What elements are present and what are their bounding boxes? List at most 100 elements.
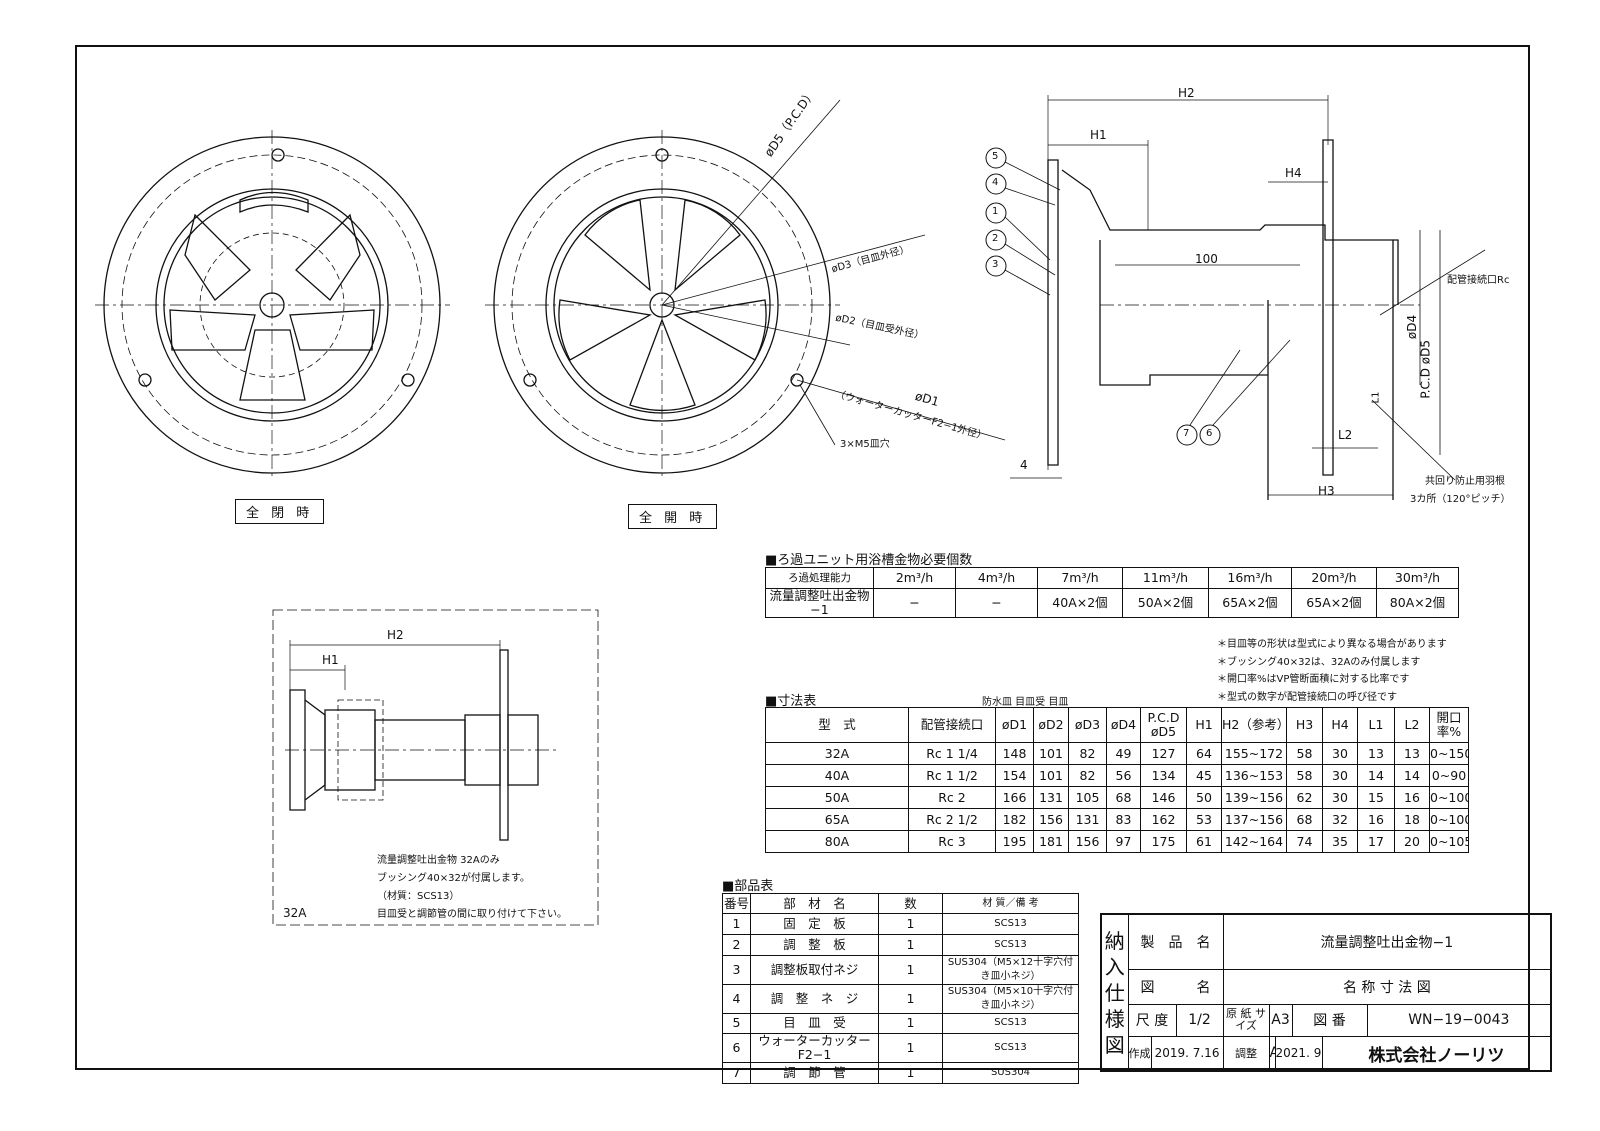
table-cell: 調 整 板 — [750, 933, 879, 956]
closed-view-label: 全 閉 時 — [235, 499, 325, 524]
table-cell: SUS304 — [942, 1062, 1079, 1085]
h2-dim: H2 — [1178, 86, 1195, 100]
table-cell: 開口率% — [1429, 707, 1469, 743]
table-cell: 17 — [1357, 830, 1395, 853]
table-cell: 1 — [878, 913, 943, 935]
vane-label: 共回り防止用羽根 — [1425, 476, 1505, 487]
table-cell: 162 — [1140, 808, 1187, 831]
table-cell: 32A — [765, 742, 909, 765]
l2-dim: L2 — [1338, 428, 1353, 442]
table-cell: 1 — [878, 1062, 943, 1085]
table-cell: 0~100 — [1429, 786, 1469, 809]
table-cell: SCS13 — [942, 933, 1079, 956]
table-cell: 64 — [1186, 742, 1222, 765]
table-cell: 50 — [1186, 786, 1222, 809]
table-cell: ウォーターカッターF2−1 — [750, 1033, 879, 1064]
table-cell: 5 — [722, 1012, 751, 1035]
drawing-number-label: 図 番 — [1291, 1003, 1368, 1037]
side-char: 仕 — [1104, 980, 1125, 1005]
table-cell: 58 — [1286, 764, 1323, 787]
created-label: 作成 — [1127, 1035, 1152, 1072]
table-cell: 156 — [1068, 830, 1107, 853]
table-cell: 53 — [1186, 808, 1222, 831]
scale-value: 1/2 — [1175, 1003, 1224, 1037]
dimension-subheader: 防水皿 目皿受 目皿 — [982, 697, 1069, 708]
table-cell: 1 — [878, 933, 943, 956]
table-cell: 1 — [878, 954, 943, 985]
table-cell: 調 節 管 — [750, 1062, 879, 1085]
table-cell: 68 — [1286, 808, 1323, 831]
company-logo: 株式会社ノーリツ — [1321, 1035, 1552, 1072]
balloon-7: 7 — [1183, 428, 1190, 439]
table-cell: 目 皿 受 — [750, 1012, 879, 1035]
h4-dim: H4 — [1285, 166, 1302, 180]
side-char: 納 — [1104, 928, 1125, 953]
detail-note: ブッシング40×32が付属します。 — [377, 873, 530, 884]
table-cell: 142~164 — [1221, 830, 1287, 853]
side-char: 入 — [1104, 954, 1125, 979]
open-view-drawing — [485, 99, 1006, 480]
note: ＊ブッシング40×32は、32Aのみ付属します — [1217, 656, 1421, 668]
table-cell: 134 — [1140, 764, 1187, 787]
table-cell: 13 — [1394, 742, 1430, 765]
table-cell: 45 — [1186, 764, 1222, 787]
note: ＊型式の数字が配管接続口の呼び径です — [1217, 691, 1397, 703]
h3-dim: H3 — [1318, 484, 1335, 498]
detail-32a-drawing — [272, 609, 599, 926]
holes-label: 3×M5皿穴 — [840, 439, 890, 450]
table-cell: Rc 3 — [908, 830, 996, 853]
table-cell: Rc 1 1/2 — [908, 764, 996, 787]
table-cell: 20m³/h — [1291, 567, 1377, 589]
dimension-table-title: ■寸法表 — [765, 694, 817, 709]
table-cell: 13 — [1357, 742, 1395, 765]
table-cell: 1 — [878, 983, 943, 1014]
table-cell: øD4 — [1106, 707, 1141, 743]
table-cell: 139~156 — [1221, 786, 1287, 809]
table-cell: − — [873, 588, 956, 618]
table-cell: 4 — [722, 983, 751, 1014]
detail-note: 流量調整吐出金物 32Aのみ — [377, 855, 500, 866]
table-cell: 2m³/h — [873, 567, 956, 589]
table-cell: 65A — [765, 808, 909, 831]
table-cell: Rc 2 1/2 — [908, 808, 996, 831]
table-cell: 105 — [1068, 786, 1107, 809]
table-cell: 137~156 — [1221, 808, 1287, 831]
table-cell: Rc 2 — [908, 786, 996, 809]
h1-dim: H1 — [1090, 128, 1107, 142]
table-cell: 131 — [1033, 786, 1069, 809]
table-cell: 181 — [1033, 830, 1069, 853]
table-cell: 4m³/h — [955, 567, 1038, 589]
table-cell: 15 — [1357, 786, 1395, 809]
table-cell: 7 — [722, 1062, 751, 1085]
table-cell: 101 — [1033, 742, 1069, 765]
title-block-side-label: 納入仕様図 — [1100, 913, 1129, 1072]
table-cell: 40A×2個 — [1037, 588, 1123, 618]
table-cell: SCS13 — [942, 913, 1079, 935]
table-cell: 40A — [765, 764, 909, 787]
table-cell: 配管接続口 — [908, 707, 996, 743]
side-char: 様 — [1104, 1006, 1125, 1031]
table-cell: 82 — [1068, 764, 1107, 787]
balloon-4: 4 — [992, 177, 999, 188]
pcd-d5-dim: P.C.D øD5 — [1418, 340, 1433, 399]
table-cell: 50A — [765, 786, 909, 809]
balloon-1: 1 — [992, 206, 999, 217]
table-cell: 61 — [1186, 830, 1222, 853]
drawing-name-label: 図 名 — [1127, 968, 1224, 1005]
revised-date: 2021. 9.29 — [1274, 1035, 1323, 1072]
table-cell: 0~100 — [1429, 808, 1469, 831]
l1-dim: L1 — [1370, 391, 1382, 404]
table-cell: 80A×2個 — [1376, 588, 1459, 618]
table-cell: 1 — [722, 913, 751, 935]
table-cell: 101 — [1033, 764, 1069, 787]
